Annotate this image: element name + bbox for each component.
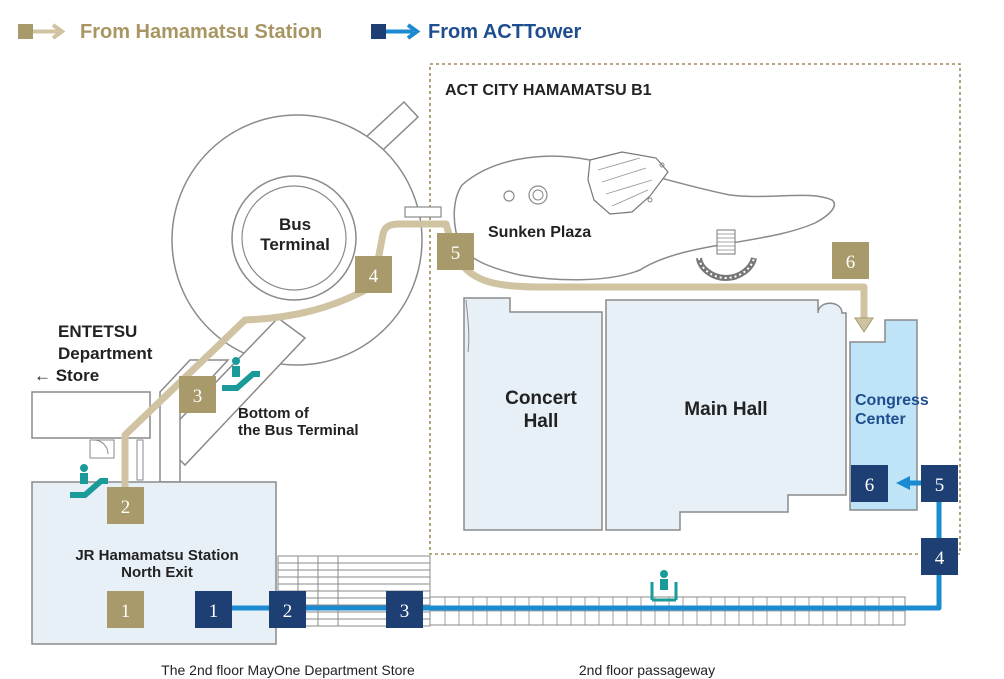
hamamatsu-step-box	[107, 487, 144, 524]
passageway	[429, 596, 906, 626]
main-hall-building	[605, 299, 847, 531]
hamamatsu-step-number: 3	[193, 386, 203, 407]
door-swing	[93, 439, 109, 455]
legend-acttower-arrowhead	[406, 23, 421, 40]
escalator-icon	[222, 357, 260, 391]
plaza-post-b	[659, 162, 665, 168]
hamamatsu-step-number: 1	[121, 601, 131, 622]
hamamatsu-step-6: 6	[832, 242, 869, 279]
hamamatsu-step-box	[832, 242, 869, 279]
pillar	[136, 439, 144, 481]
concert-hall-edge-detail	[465, 299, 470, 353]
hamamatsu-step-5: 5	[437, 233, 474, 270]
entetsu-label-line1: ENTETSU	[58, 322, 137, 341]
hamamatsu-step-number: 6	[846, 252, 856, 273]
plaza-fountain-outer	[528, 185, 548, 205]
concert-hall-building	[463, 297, 603, 531]
sunken-plaza	[453, 151, 836, 282]
congress-center-label-line1: Congress	[855, 392, 929, 409]
acttower-step-1: 1	[195, 591, 232, 628]
acttower-step-box	[851, 465, 888, 502]
plaza-post-a	[647, 197, 653, 203]
entetsu-label-line2: Department	[58, 344, 153, 363]
passageway-ticks	[444, 597, 894, 625]
entetsu-connector	[31, 391, 151, 439]
hamamatsu-route-arrowhead	[854, 317, 874, 333]
acttower-step-number: 6	[865, 475, 875, 496]
plaza-seating-gaps	[698, 257, 755, 280]
hamamatsu-step-box	[107, 591, 144, 628]
plaza-small-circle	[503, 190, 515, 202]
acttower-step-number: 3	[400, 601, 410, 622]
legend-acttower-label: From ACTTower	[428, 21, 582, 43]
hamamatsu-step-1: 1	[107, 591, 144, 628]
hamamatsu-step-box	[437, 233, 474, 270]
bus-terminal-core	[241, 185, 347, 291]
bus-terminal-structure	[31, 100, 442, 483]
congress-center-label-line2: Center	[855, 411, 906, 428]
hamamatsu-step-number: 2	[121, 497, 131, 518]
jr-station-label-line2: North Exit	[121, 564, 193, 581]
hamamatsu-route-path	[121, 220, 868, 505]
hamamatsu-step-number: 5	[451, 243, 461, 264]
hamamatsu-step-4: 4	[355, 256, 392, 293]
acttower-step-box	[195, 591, 232, 628]
congress-center-building	[849, 319, 918, 511]
passageway-caption: 2nd floor passageway	[579, 662, 715, 678]
acttower-step-number: 4	[935, 548, 945, 569]
bus-terminal-label-line2: Terminal	[260, 235, 330, 254]
bus-bottom-label-line2: the Bus Terminal	[238, 422, 359, 439]
hamamatsu-step-3: 3	[179, 376, 216, 413]
sunken-plaza-label: Sunken Plaza	[488, 224, 591, 241]
plaza-seating-arc	[696, 257, 757, 282]
acttower-step-number: 5	[935, 475, 945, 496]
elevator-icon	[650, 570, 678, 602]
acttower-step-box	[386, 591, 423, 628]
acttower-step-box	[269, 591, 306, 628]
hamamatsu-step-box	[355, 256, 392, 293]
legend-hamamatsu-label: From Hamamatsu Station	[80, 21, 322, 43]
legend-acttower-swatch	[371, 24, 386, 39]
plaza-fountain-inner	[532, 189, 544, 201]
jr-station-label-line1: JR Hamamatsu Station	[75, 547, 238, 564]
bus-terminal-connector	[404, 206, 442, 218]
acttower-step-3: 3	[386, 591, 423, 628]
concert-hall-label-line1: Concert	[505, 388, 577, 409]
acttower-step-number: 2	[283, 601, 293, 622]
acttower-step-6: 6	[851, 465, 888, 502]
legend-acttower: From ACTTower	[371, 21, 582, 43]
plaza-stage-steps	[597, 157, 653, 207]
plaza-stair-treads	[717, 233, 735, 251]
acttower-route-arrowhead	[896, 476, 910, 490]
entetsu-label-line3: ← Store	[34, 366, 99, 385]
act-city-b1-area	[429, 63, 961, 555]
acttower-step-2: 2	[269, 591, 306, 628]
mayone-caption: The 2nd floor MayOne Department Store	[161, 662, 415, 678]
legend-hamamatsu-arrowhead	[51, 23, 66, 40]
acttower-step-box	[921, 538, 958, 575]
legend-hamamatsu-swatch	[18, 24, 33, 39]
escalator-icon	[70, 464, 108, 498]
bus-terminal-label-line1: Bus	[279, 215, 311, 234]
legend-hamamatsu: From Hamamatsu Station	[18, 21, 322, 43]
area-title: ACT CITY HAMAMATSU B1	[445, 82, 652, 99]
jr-station-building	[31, 481, 277, 645]
concert-hall-label-line2: Hall	[524, 411, 559, 432]
acttower-step-4: 4	[921, 538, 958, 575]
hamamatsu-step-2: 2	[107, 487, 144, 524]
acttower-step-box	[921, 465, 958, 502]
hamamatsu-step-box	[179, 376, 216, 413]
main-hall-label: Main Hall	[684, 399, 767, 420]
acttower-step-number: 1	[209, 601, 219, 622]
hamamatsu-step-number: 4	[369, 266, 379, 287]
bus-bottom-label-line1: Bottom of	[238, 405, 310, 422]
acttower-step-5: 5	[921, 465, 958, 502]
